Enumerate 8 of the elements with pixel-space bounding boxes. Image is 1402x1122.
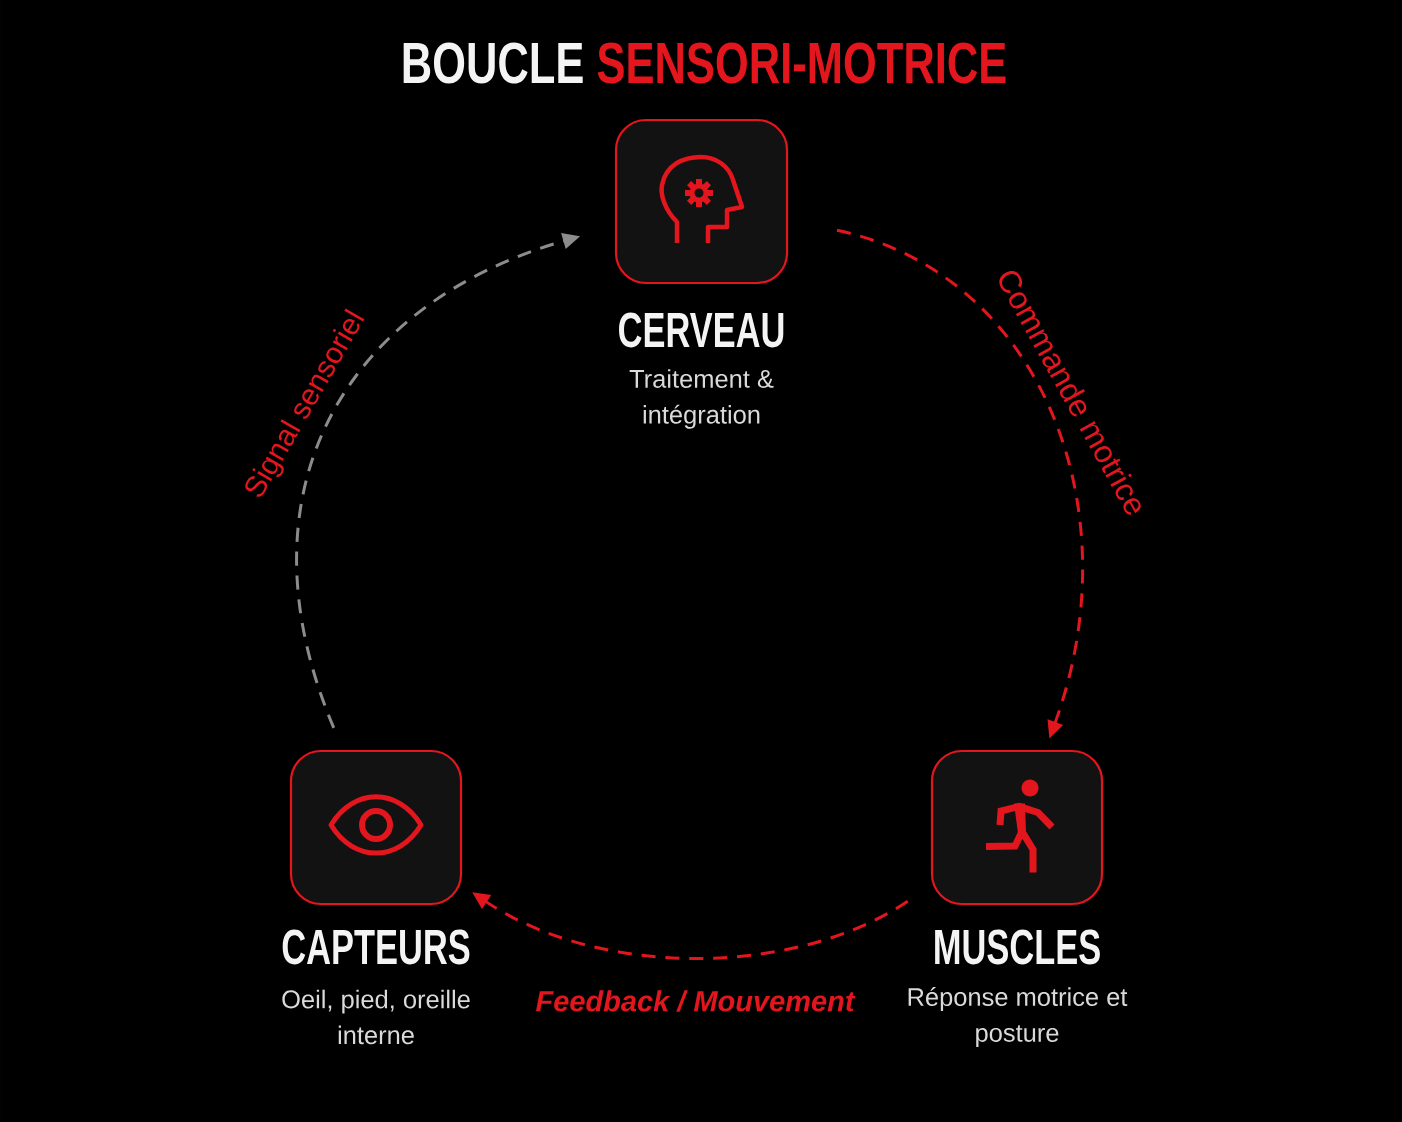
node-description: Traitement & intégration	[629, 369, 774, 429]
edge-label: Feedback / Mouvement	[533, 988, 857, 1014]
node-heading: CERVEAU	[619, 312, 784, 348]
node-description: Réponse motrice et posture	[908, 987, 1128, 1047]
node-heading: MUSCLES	[935, 929, 1100, 965]
title: BOUCLE SENSORI-MOTRICE	[403, 42, 1006, 84]
node-description: Oeil, pied, oreille interne	[282, 989, 470, 1045]
node-heading: CAPTEURS	[282, 929, 470, 965]
